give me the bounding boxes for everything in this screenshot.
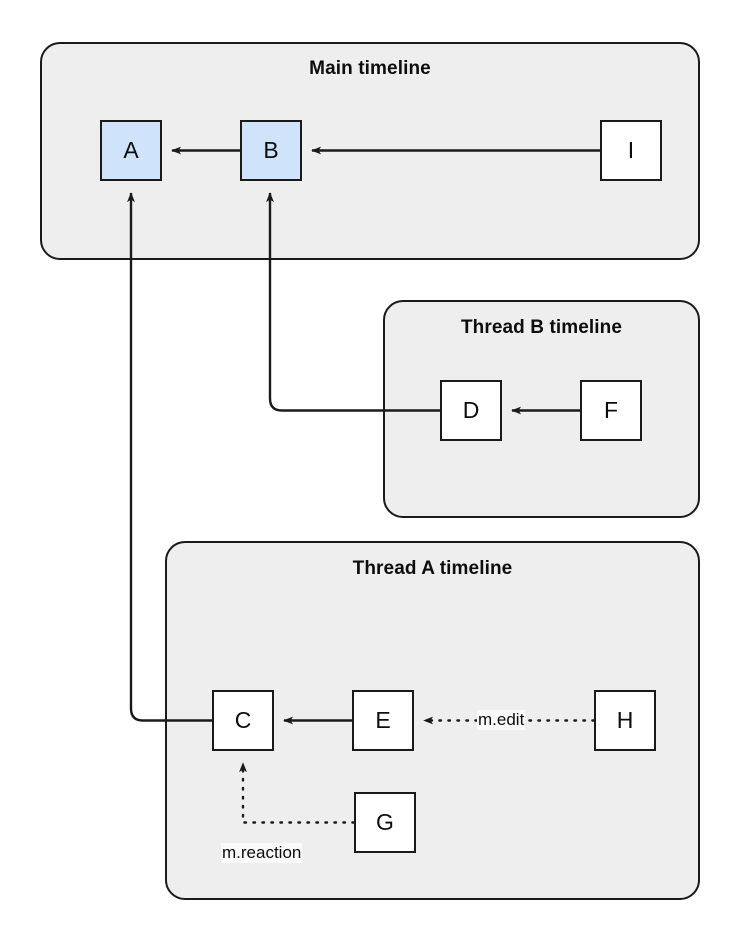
event-node-c-label: C [234, 707, 252, 733]
edge-label-m-reaction: m.reaction [221, 843, 303, 863]
event-node-h[interactable]: H [594, 690, 656, 751]
container-main-timeline-title: Main timeline [309, 58, 431, 79]
event-node-d[interactable]: D [440, 380, 502, 441]
event-node-g[interactable]: G [354, 792, 416, 853]
event-node-d-label: D [462, 397, 480, 423]
event-node-i-label: I [627, 137, 635, 163]
container-thread-b-timeline-title: Thread B timeline [460, 317, 623, 338]
event-node-b[interactable]: B [240, 120, 302, 181]
event-node-h-label: H [616, 707, 634, 733]
container-thread-a-timeline-title: Thread A timeline [352, 558, 513, 579]
event-node-c[interactable]: C [212, 690, 274, 751]
event-node-a[interactable]: A [100, 120, 162, 181]
edge-label-m-edit: m.edit [477, 710, 526, 730]
event-node-e[interactable]: E [352, 690, 414, 751]
event-node-g-label: G [376, 809, 394, 835]
event-node-e-label: E [375, 707, 391, 733]
event-node-f[interactable]: F [580, 380, 642, 441]
event-node-a-label: A [123, 137, 139, 163]
event-node-f-label: F [603, 397, 619, 423]
event-node-b-label: B [263, 137, 279, 163]
event-node-i[interactable]: I [600, 120, 662, 181]
